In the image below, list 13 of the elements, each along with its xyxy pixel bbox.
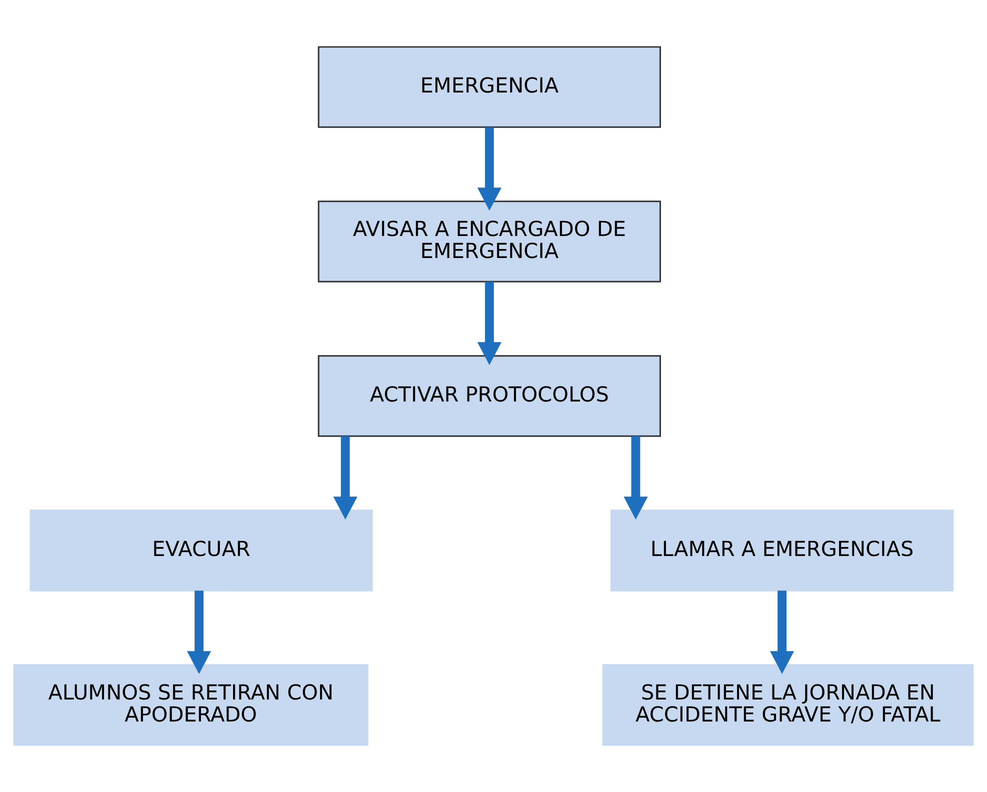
node-box: AVISAR A ENCARGADO DE EMERGENCIA	[318, 200, 661, 282]
node-box: SE DETIENE LA JORNADA EN ACCIDENTE GRAVE Y/O FATAL	[602, 664, 974, 746]
node-box: LLAMAR A EMERGENCIAS	[610, 510, 954, 592]
arrow	[770, 590, 794, 674]
arrow	[333, 436, 358, 520]
arrow	[477, 282, 502, 366]
arrow	[186, 590, 212, 674]
node-box: ALUMNOS SE RETIRAN CON APODERADO	[13, 664, 368, 746]
node-box: EMERGENCIA	[318, 46, 661, 128]
arrow	[477, 127, 502, 211]
arrow	[624, 436, 648, 520]
node-box: EVACUAR	[30, 510, 373, 592]
node-box: ACTIVAR PROTOCOLOS	[318, 355, 661, 437]
